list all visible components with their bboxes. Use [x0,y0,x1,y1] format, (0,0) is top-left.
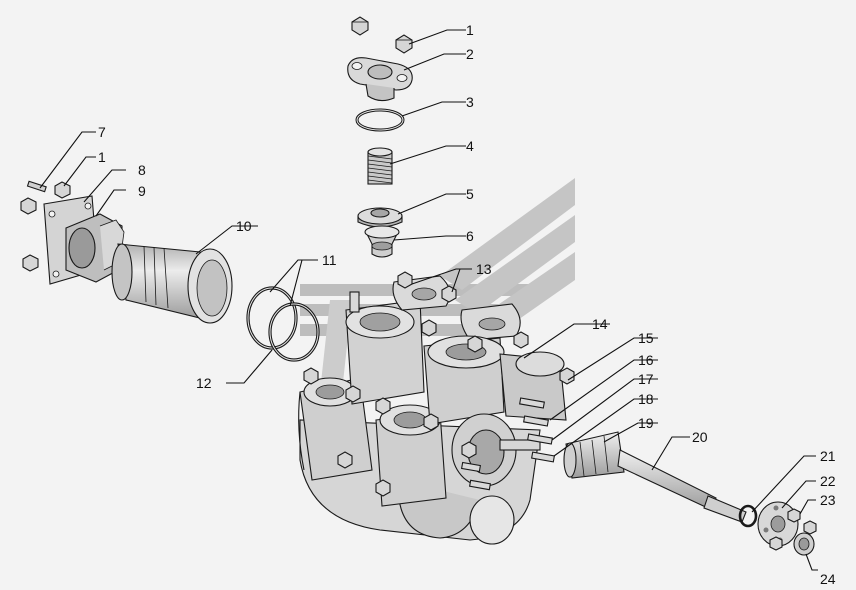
callout-18: 18 [638,391,654,407]
callout-11: 11 [322,252,337,268]
seal-rings [246,286,320,362]
hex-nut-top-left [351,16,369,36]
callout-19: 19 [638,415,654,431]
callout-9: 9 [138,183,146,199]
callout-23: 23 [820,492,836,508]
callout-13: 13 [476,261,492,277]
callout-16: 16 [638,352,654,368]
flange-cover [347,57,413,102]
coupling-joint [563,431,625,479]
leader-lines [39,29,818,571]
hex-nut-top-right [395,34,413,54]
callout-1-top: 1 [466,22,474,38]
callout-22: 22 [820,473,836,489]
callout-4: 4 [466,138,474,154]
hex-nut-left-3 [22,254,39,272]
callout-6: 6 [466,228,474,244]
pipe-sleeve [111,243,233,324]
callout-labels: 1 2 3 4 5 6 7 1 8 9 10 11 12 13 14 15 16… [98,22,836,587]
callout-8: 8 [138,162,146,178]
o-ring-3 [355,108,405,132]
callout-1-left: 1 [98,149,106,165]
callout-2: 2 [466,46,474,62]
callout-15: 15 [638,330,654,346]
callout-24: 24 [820,571,836,587]
valve-seat [364,225,400,258]
hex-nut-left-2 [20,197,37,215]
callout-21: 21 [820,448,836,464]
valve-plate [357,207,403,228]
pump-housing [298,271,575,545]
spring [367,147,393,185]
callout-3: 3 [466,94,474,110]
callout-17: 17 [638,371,654,387]
callout-10: 10 [236,218,252,234]
end-nut [793,532,815,556]
bolt-left [26,180,47,193]
flange-bolts [769,508,817,551]
callout-5: 5 [466,186,474,202]
callout-14: 14 [592,316,608,332]
callout-7: 7 [98,124,106,140]
drive-shaft [617,449,747,523]
hex-nut-left-1 [54,181,71,199]
shaft-washer [738,504,758,528]
callout-12: 12 [196,375,212,391]
callout-20: 20 [692,429,708,445]
